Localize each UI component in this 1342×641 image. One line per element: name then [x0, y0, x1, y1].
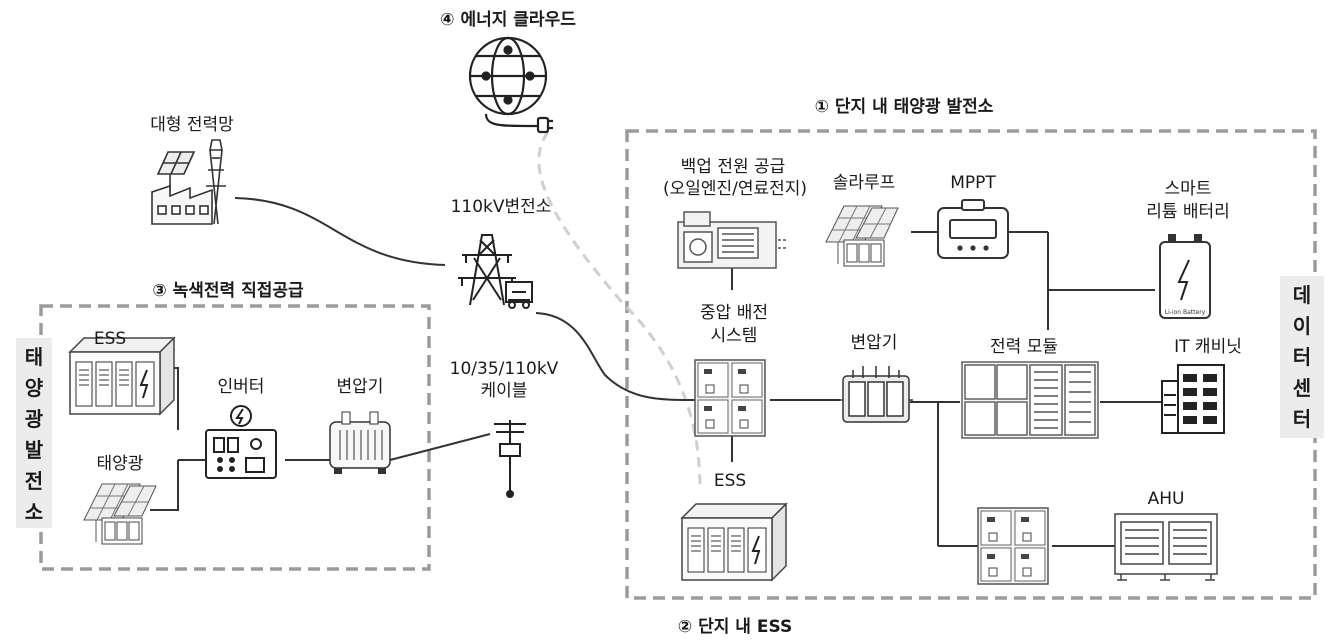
- backup-generator-icon: [677, 211, 786, 269]
- side-char: 센: [1292, 376, 1312, 400]
- inverter-icon: [205, 405, 277, 479]
- distribution-panel-icon: [977, 507, 1049, 585]
- solar-roof-array-icon: [825, 205, 899, 267]
- side-char: 태: [24, 345, 44, 369]
- power-grid-plant-icon: [151, 139, 226, 225]
- energy-cloud-title: ④ 에너지 클라우드: [440, 10, 576, 30]
- solar-plant-side-label: 태 양 광 발 전 소: [16, 338, 52, 528]
- smart-lithium-battery-icon: Li-ion Battery: [1159, 234, 1211, 319]
- side-char: 터: [1292, 407, 1312, 431]
- transformer-left-label: 변압기: [336, 377, 384, 397]
- onsite-ess-title: ② 단지 내 ESS: [677, 617, 793, 637]
- battery-caption: Li-ion Battery: [1165, 309, 1206, 316]
- ess-datacenter-icon: [681, 503, 787, 581]
- cable-label-line1: 10/35/110kV: [449, 359, 559, 379]
- mv-switchgear-icon: [694, 359, 766, 437]
- side-char: 양: [24, 376, 44, 400]
- mv-switchgear-label-line2: 시스템: [710, 326, 758, 346]
- it-cabinet-icon: [1161, 364, 1225, 434]
- substation-tower-icon: [458, 234, 533, 309]
- side-char: 광: [24, 407, 44, 431]
- ahu-unit-icon: [1114, 513, 1218, 581]
- side-char: 이: [1292, 314, 1312, 338]
- power-module-label: 전력 모듈: [990, 337, 1058, 357]
- smart-battery-label-line1: 스마트: [1164, 179, 1212, 199]
- transformer-datacenter-icon: [839, 366, 913, 423]
- side-char: 소: [24, 500, 44, 524]
- ess-left-label: ESS: [93, 329, 127, 349]
- solar-roof-label: 솔라루프: [832, 173, 896, 193]
- side-char: 터: [1292, 345, 1312, 369]
- grid-label: 대형 전력망: [150, 115, 234, 135]
- mppt-device-icon: [937, 199, 1009, 259]
- backup-label-line1: 백업 전원 공급: [680, 157, 786, 177]
- solar-panels-icon: [83, 483, 157, 545]
- backup-label-line2: (오일엔진/연료전지): [662, 179, 808, 199]
- ess-dc-label: ESS: [713, 471, 747, 491]
- data-center-side-label: 데 이 터 센 터: [1280, 276, 1324, 438]
- utility-pole-icon: [494, 420, 526, 498]
- inverter-label: 인버터: [217, 377, 265, 397]
- it-cabinet-label: IT 캐비닛: [1174, 337, 1242, 357]
- side-char: 발: [24, 438, 44, 462]
- green-direct-title: ③ 녹색전력 직접공급: [152, 281, 304, 301]
- transformer-dc-label: 변압기: [850, 333, 898, 353]
- substation-label: 110kV변전소: [450, 197, 552, 217]
- side-char: 전: [24, 469, 44, 493]
- mppt-label: MPPT: [950, 173, 996, 193]
- side-char: 데: [1292, 283, 1312, 307]
- cloud-link-dashed: [537, 131, 702, 491]
- energy-cloud-globe-icon: [468, 36, 553, 134]
- onsite-solar-title: ① 단지 내 태양광 발전소: [814, 97, 994, 117]
- cable-label-line2: 케이블: [480, 381, 528, 401]
- solar-left-label: 태양광: [96, 454, 144, 474]
- mv-switchgear-label-line1: 중압 배전: [700, 303, 768, 323]
- smart-battery-label-line2: 리튬 배터리: [1146, 202, 1230, 222]
- transformer-solar-plant-icon: [329, 411, 391, 475]
- ahu-label: AHU: [1147, 489, 1185, 509]
- power-module-icon: [961, 361, 1099, 439]
